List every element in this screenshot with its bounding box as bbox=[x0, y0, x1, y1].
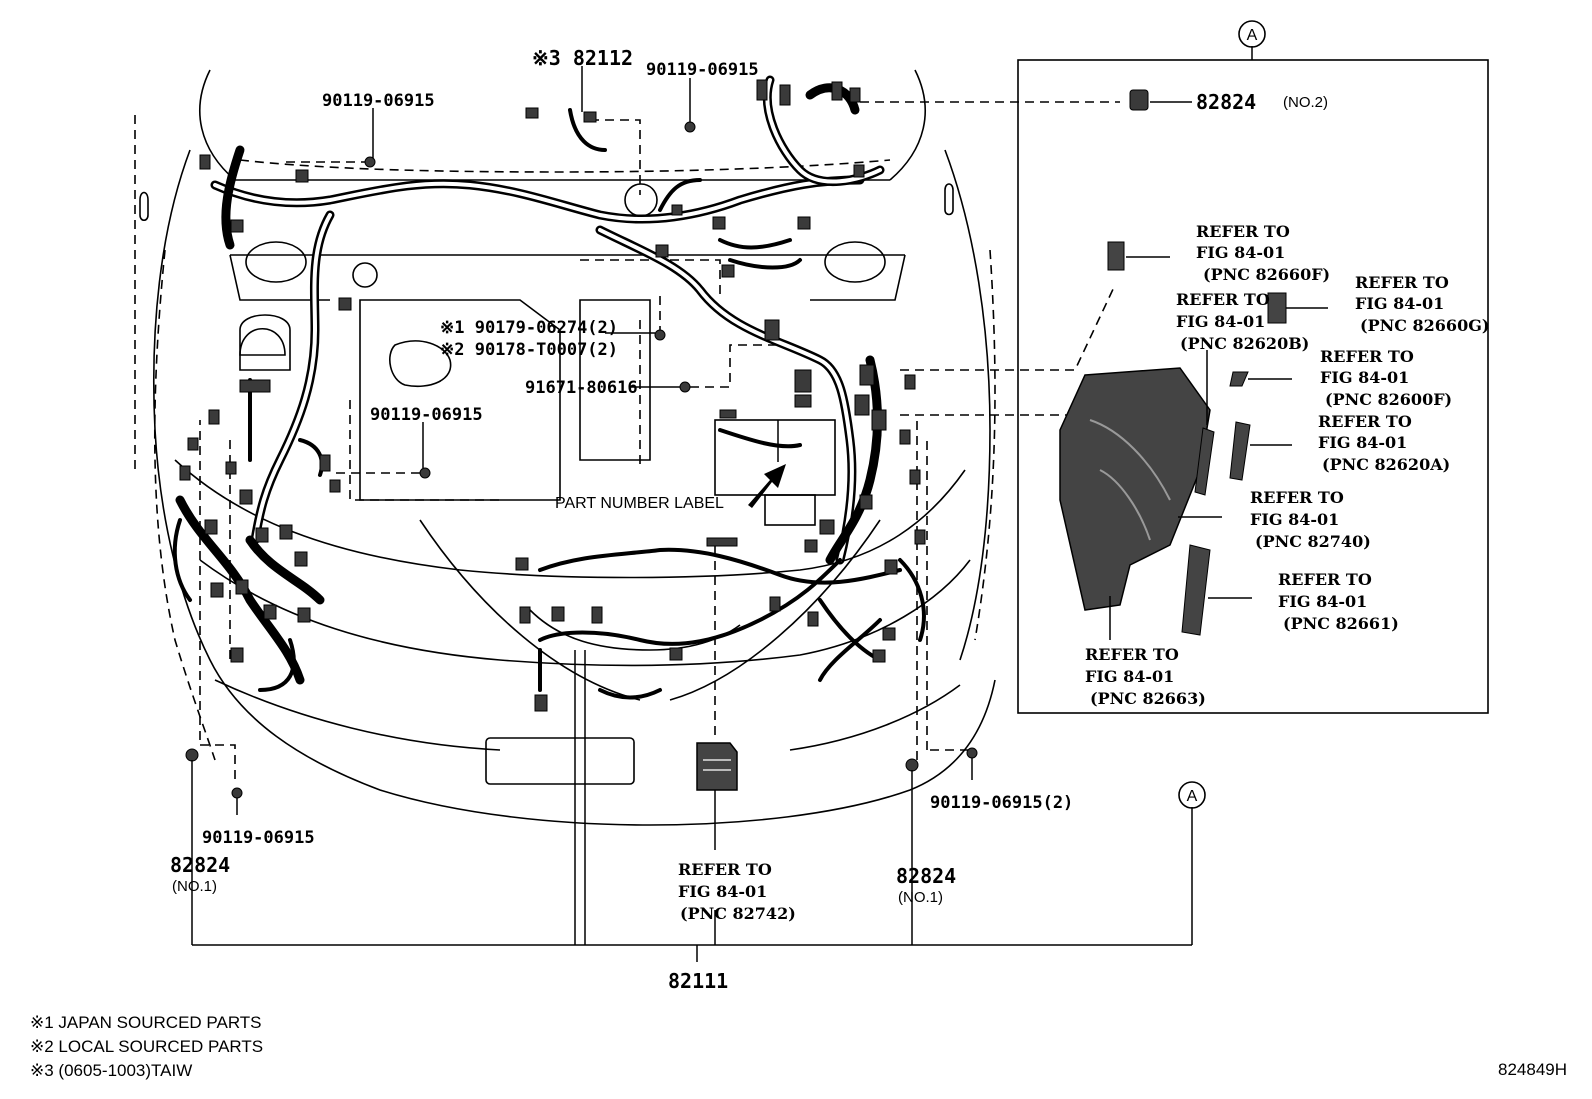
svg-text:REFER TO: REFER TO bbox=[1320, 347, 1414, 366]
bolts-and-clips bbox=[185, 89, 1149, 799]
thin-wire-branches bbox=[172, 108, 926, 700]
svg-text:FIG 84-01: FIG 84-01 bbox=[1278, 592, 1367, 611]
label-90178: ※2 90178-T0007(2) bbox=[440, 340, 618, 360]
label-90179: ※1 90179-06274(2) bbox=[440, 318, 618, 338]
label-91671: 91671-80616 bbox=[525, 378, 638, 398]
footnote-1: ※1 JAPAN SOURCED PARTS bbox=[30, 1013, 262, 1032]
svg-text:REFER TO: REFER TO bbox=[1318, 412, 1412, 431]
svg-text:FIG 84-01: FIG 84-01 bbox=[1085, 667, 1174, 686]
svg-text:FIG 84-01: FIG 84-01 bbox=[1196, 243, 1285, 262]
svg-text:REFER TO: REFER TO bbox=[1250, 488, 1344, 507]
svg-text:(PNC 82620A): (PNC 82620A) bbox=[1322, 455, 1450, 474]
refer-82742: REFER TO FIG 84-01 (PNC 82742) bbox=[678, 860, 796, 923]
footnote-2: ※2 LOCAL SOURCED PARTS bbox=[30, 1037, 263, 1056]
dashed-reference-lines bbox=[134, 101, 1120, 780]
label-82824-right: 82824 bbox=[896, 864, 956, 888]
callout-a-bottom: A bbox=[1178, 781, 1206, 809]
engine-wire-harness bbox=[175, 75, 885, 685]
svg-text:(PNC 82660G): (PNC 82660G) bbox=[1360, 316, 1489, 335]
svg-text:REFER TO: REFER TO bbox=[1085, 645, 1179, 664]
svg-text:A: A bbox=[1247, 27, 1258, 44]
svg-text:REFER TO: REFER TO bbox=[1278, 570, 1372, 589]
label-82824-left-suffix: (NO.1) bbox=[172, 878, 217, 895]
refer-82663: REFER TO FIG 84-01 (PNC 82663) bbox=[1085, 645, 1206, 708]
svg-text:FIG 84-01: FIG 84-01 bbox=[1176, 312, 1265, 331]
svg-text:REFER TO: REFER TO bbox=[1355, 273, 1449, 292]
refer-82600f: REFER TO FIG 84-01 (PNC 82600F) bbox=[1320, 347, 1452, 409]
svg-text:(PNC 82660F): (PNC 82660F) bbox=[1203, 265, 1330, 284]
refer-82660f: REFER TO FIG 84-01 (PNC 82660F) bbox=[1196, 222, 1330, 284]
refer-82661: REFER TO FIG 84-01 (PNC 82661) bbox=[1278, 570, 1399, 633]
refer-82620a: REFER TO FIG 84-01 (PNC 82620A) bbox=[1318, 412, 1450, 474]
svg-text:FIG 84-01: FIG 84-01 bbox=[1318, 433, 1407, 452]
svg-text:FIG 84-01: FIG 84-01 bbox=[678, 882, 767, 901]
label-part-number: PART NUMBER LABEL bbox=[555, 495, 724, 512]
label-90119-mid-left: 90119-06915 bbox=[370, 405, 483, 425]
svg-text:A: A bbox=[1187, 788, 1198, 805]
refer-82620b: REFER TO FIG 84-01 (PNC 82620B) bbox=[1176, 290, 1309, 353]
label-90119-bottom-left: 90119-06915 bbox=[202, 828, 315, 848]
label-90119-top-left: 90119-06915 bbox=[322, 91, 435, 111]
svg-text:(PNC 82740): (PNC 82740) bbox=[1255, 532, 1371, 551]
svg-text:FIG 84-01: FIG 84-01 bbox=[1355, 294, 1444, 313]
vehicle-body-outline bbox=[139, 69, 996, 826]
footnotes: ※1 JAPAN SOURCED PARTS ※2 LOCAL SOURCED … bbox=[30, 1013, 263, 1080]
connector-plugs bbox=[179, 79, 926, 712]
svg-text:(PNC 82663): (PNC 82663) bbox=[1090, 689, 1206, 708]
footnote-3: ※3 (0605-1003)TAIW bbox=[30, 1061, 192, 1080]
label-82824-no2-suffix: (NO.2) bbox=[1283, 94, 1328, 111]
label-82112: ※3 82112 bbox=[532, 46, 633, 70]
label-82824-right-suffix: (NO.1) bbox=[898, 889, 943, 906]
svg-text:REFER TO: REFER TO bbox=[678, 860, 772, 879]
label-82824-left: 82824 bbox=[170, 853, 230, 877]
refer-82740: REFER TO FIG 84-01 (PNC 82740) bbox=[1250, 488, 1371, 551]
label-82824-no2: 82824 bbox=[1196, 90, 1256, 114]
svg-text:(PNC 82661): (PNC 82661) bbox=[1283, 614, 1399, 633]
svg-text:(PNC 82600F): (PNC 82600F) bbox=[1325, 390, 1452, 409]
refer-82660g: REFER TO FIG 84-01 (PNC 82660G) bbox=[1355, 273, 1489, 335]
label-90119-top-mid: 90119-06915 bbox=[646, 60, 759, 80]
svg-text:(PNC 82742): (PNC 82742) bbox=[680, 904, 796, 923]
svg-text:REFER TO: REFER TO bbox=[1176, 290, 1270, 309]
svg-text:(PNC 82620B): (PNC 82620B) bbox=[1180, 334, 1309, 353]
label-90119-bottom-right: 90119-06915(2) bbox=[930, 793, 1073, 813]
callout-a-top: A bbox=[1238, 20, 1266, 48]
leader-lines bbox=[191, 66, 1193, 962]
diagram-id: 824849H bbox=[1498, 1060, 1567, 1079]
detail-box-a bbox=[1017, 46, 1489, 714]
label-82111: 82111 bbox=[668, 969, 728, 993]
svg-text:REFER TO: REFER TO bbox=[1196, 222, 1290, 241]
part-number-label-arrow bbox=[748, 420, 786, 508]
svg-text:FIG 84-01: FIG 84-01 bbox=[1250, 510, 1339, 529]
svg-text:FIG 84-01: FIG 84-01 bbox=[1320, 368, 1409, 387]
